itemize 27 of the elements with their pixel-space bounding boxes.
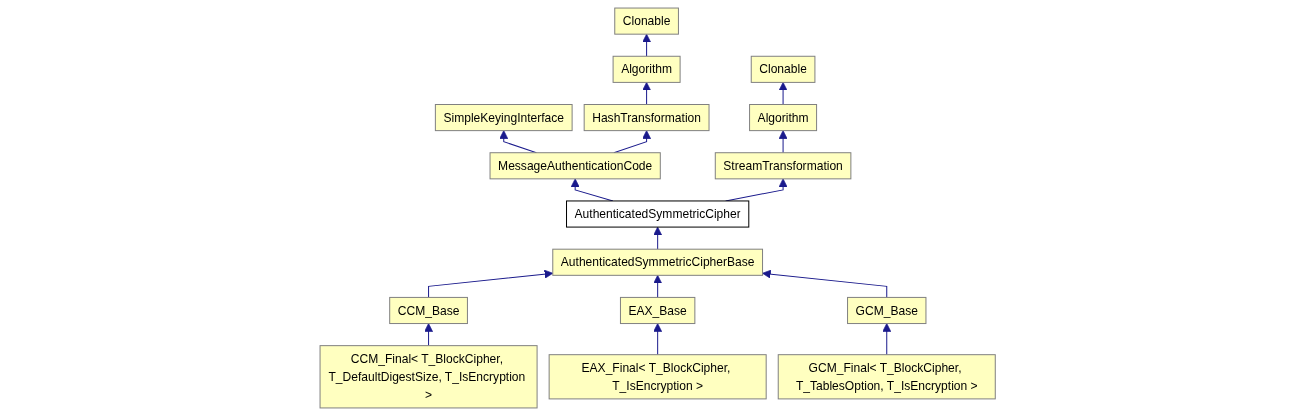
arrow	[427, 269, 553, 298]
node-box: StreamTransformation	[714, 152, 852, 180]
node-box: SimpleKeyingInterface	[434, 104, 573, 132]
arrow	[424, 323, 433, 347]
arrow	[653, 274, 662, 298]
arrow	[653, 226, 662, 250]
arrow	[778, 130, 788, 154]
arrow	[642, 82, 651, 105]
node-box: EAX_Final< T_BlockCipher, T_IsEncryption >	[548, 354, 767, 400]
node-box: AuthenticatedSymmetricCipherBase	[552, 248, 763, 276]
node-box: MessageAuthenticationCode	[489, 152, 661, 180]
node-box: CCM_Final< T_BlockCipher, T_DefaultDigestSize, T_IsEncryption >	[319, 345, 538, 409]
node-box: AuthenticatedSymmetricCipher	[565, 200, 750, 228]
node-box: Algorithm	[748, 104, 817, 132]
node-box: GCM_Final< T_BlockCipher, T_TablesOption, T_IsEncryption >	[777, 354, 996, 400]
node-box: Clonable	[750, 55, 816, 83]
arrow	[762, 269, 888, 298]
node-box: GCM_Base	[846, 296, 927, 325]
arrow	[882, 323, 891, 356]
arrow	[778, 82, 788, 105]
node-box: Algorithm	[612, 55, 681, 83]
node-box: CCM_Base	[389, 296, 468, 325]
node-box: Clonable	[614, 7, 679, 35]
node-box: EAX_Base	[619, 296, 696, 325]
arrow	[642, 33, 651, 57]
arrow	[653, 323, 662, 356]
node-box: HashTransformation	[583, 104, 710, 132]
